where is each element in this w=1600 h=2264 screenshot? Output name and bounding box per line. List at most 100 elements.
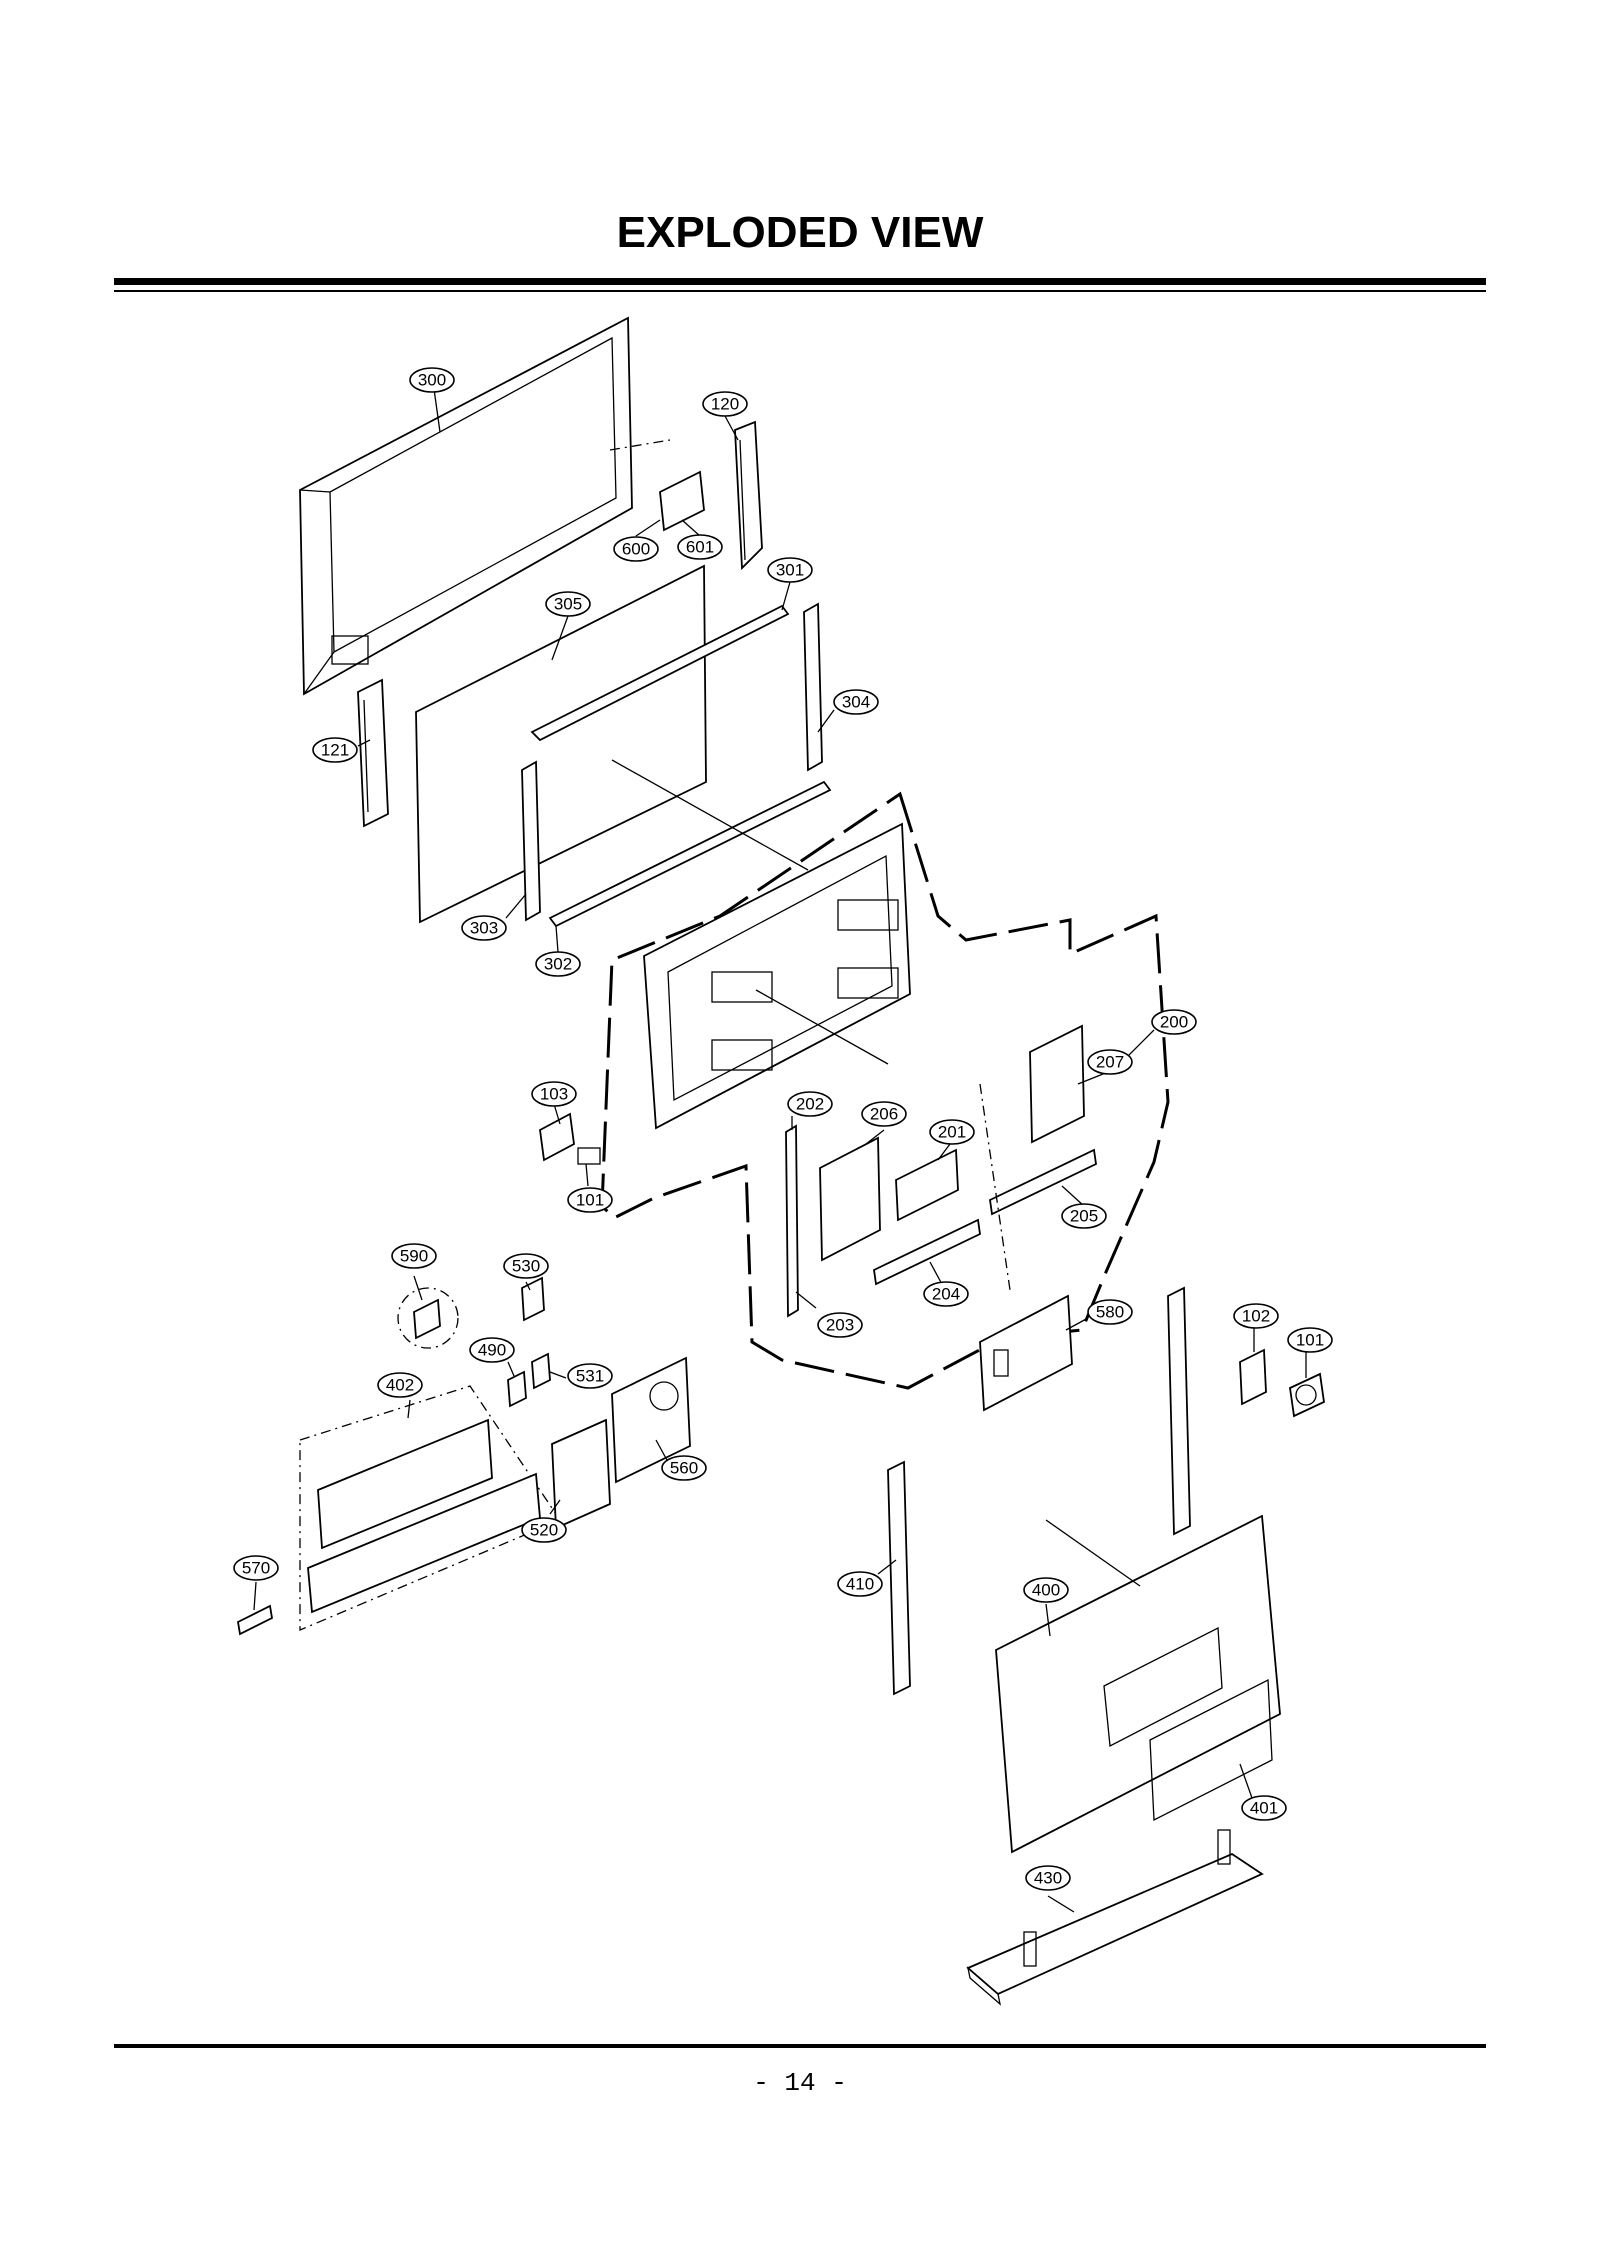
part-board-560: [611, 1356, 691, 1484]
svg-text:101: 101: [1296, 1331, 1324, 1350]
part-frame-right: [803, 602, 823, 772]
callout-303: 303: [461, 915, 507, 941]
svg-text:402: 402: [386, 1376, 414, 1395]
callout-530: 530: [503, 1253, 549, 1279]
part-pcb-206: [819, 1136, 881, 1262]
svg-text:300: 300: [418, 371, 446, 390]
callout-120: 120: [702, 391, 748, 417]
callout-570: 570: [233, 1555, 279, 1581]
svg-text:305: 305: [554, 595, 582, 614]
callout-520: 520: [521, 1517, 567, 1543]
footer-rule: [114, 2044, 1486, 2048]
svg-text:520: 520: [530, 1521, 558, 1540]
callout-205: 205: [1061, 1203, 1107, 1229]
svg-text:490: 490: [478, 1341, 506, 1360]
part-side-av-frame: [307, 1418, 541, 1614]
part-back-cover: [995, 1514, 1281, 1854]
part-bracket-490-531: [507, 1352, 551, 1408]
svg-text:121: 121: [321, 741, 349, 760]
part-pcb-205: [989, 1148, 1097, 1216]
assembly-axis-chassis: [755, 989, 889, 1065]
svg-text:202: 202: [796, 1095, 824, 1114]
svg-text:580: 580: [1096, 1303, 1124, 1322]
callout-103: 103: [531, 1081, 577, 1107]
svg-text:531: 531: [576, 1367, 604, 1386]
svg-text:570: 570: [242, 1559, 270, 1578]
part-bracket-570: [237, 1604, 273, 1636]
svg-text:590: 590: [400, 1247, 428, 1266]
part-chassis-frame: [643, 822, 911, 1130]
callout-201: 201: [929, 1119, 975, 1145]
svg-text:102: 102: [1242, 1307, 1270, 1326]
callout-207: 207: [1087, 1049, 1133, 1075]
part-pcb-204: [873, 1218, 981, 1286]
axis-pcb-dashed: [979, 1083, 1011, 1291]
callout-200: 200: [1151, 1009, 1197, 1035]
part-stand-bracket-410: [887, 1460, 911, 1696]
svg-text:205: 205: [1070, 1207, 1098, 1226]
callout-590: 590: [391, 1243, 437, 1269]
callout-202: 202: [787, 1091, 833, 1117]
callout-410: 410: [837, 1571, 883, 1597]
callout-305: 305: [545, 591, 591, 617]
part-stand-bracket-right: [1167, 1286, 1191, 1536]
part-board-580: [979, 1294, 1073, 1412]
callout-401: 401: [1241, 1795, 1287, 1821]
part-front-cabinet: [299, 316, 633, 696]
svg-text:201: 201: [938, 1123, 966, 1142]
callout-560: 560: [661, 1455, 707, 1481]
svg-text:120: 120: [711, 395, 739, 414]
callout-490: 490: [469, 1337, 515, 1363]
svg-text:601: 601: [686, 538, 714, 557]
callout-601: 601: [677, 534, 723, 560]
part-stand-base: [966, 1829, 1264, 2006]
callout-600: 600: [613, 536, 659, 562]
svg-text:103: 103: [540, 1085, 568, 1104]
svg-text:204: 204: [932, 1285, 960, 1304]
part-bracket-530: [521, 1276, 545, 1322]
part-bracket-600-601: [609, 439, 705, 532]
svg-text:301: 301: [776, 561, 804, 580]
svg-text:560: 560: [670, 1459, 698, 1478]
callout-531: 531: [567, 1363, 613, 1389]
callout-400: 400: [1023, 1577, 1069, 1603]
svg-text:401: 401: [1250, 1799, 1278, 1818]
part-speaker-right: [734, 420, 763, 571]
part-bracket-590: [397, 1287, 459, 1349]
assembly-axis-lower: [1045, 1519, 1141, 1587]
callout-102: 102: [1233, 1303, 1279, 1329]
svg-text:206: 206: [870, 1105, 898, 1124]
part-fan-101: [1289, 1372, 1325, 1418]
part-pcb-201: [895, 1148, 959, 1222]
part-fan-bracket-102: [1239, 1348, 1267, 1406]
callout-121: 121: [312, 737, 358, 763]
svg-text:400: 400: [1032, 1581, 1060, 1600]
callout-206: 206: [861, 1101, 907, 1127]
page-title: EXPLODED VIEW: [616, 208, 984, 257]
callout-203: 203: [817, 1312, 863, 1338]
callout-304: 304: [833, 689, 879, 715]
callout-101-rear: 101: [567, 1187, 613, 1213]
part-frame-left: [521, 760, 541, 922]
part-board-520: [551, 1418, 611, 1530]
callout-204: 204: [923, 1281, 969, 1307]
part-pcb-202: [785, 1124, 799, 1318]
callout-580: 580: [1087, 1299, 1133, 1325]
part-panel-glass: [415, 564, 707, 924]
callout-301: 301: [767, 557, 813, 583]
part-frame-top: [530, 604, 790, 742]
callout-402: 402: [377, 1372, 423, 1398]
svg-text:200: 200: [1160, 1013, 1188, 1032]
svg-text:303: 303: [470, 919, 498, 938]
callout-300: 300: [409, 367, 455, 393]
callout-430: 430: [1025, 1865, 1071, 1891]
svg-text:530: 530: [512, 1257, 540, 1276]
svg-text:430: 430: [1034, 1869, 1062, 1888]
svg-text:101: 101: [576, 1191, 604, 1210]
title-rule-thin: [114, 290, 1486, 292]
svg-text:203: 203: [826, 1316, 854, 1335]
part-bracket-103: [539, 1112, 601, 1165]
assembly-axis-upper: [611, 759, 809, 871]
svg-text:410: 410: [846, 1575, 874, 1594]
